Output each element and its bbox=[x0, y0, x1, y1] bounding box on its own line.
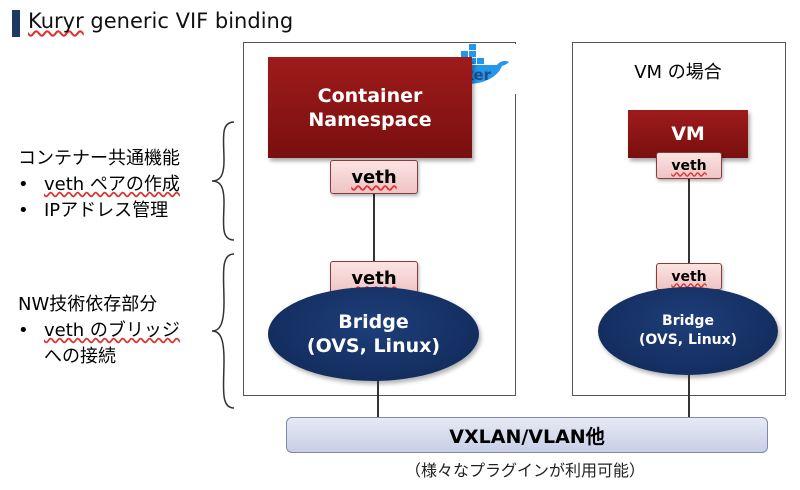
vm-bridge-label-line1: Bridge bbox=[662, 313, 714, 329]
container-veth-top: veth bbox=[330, 160, 418, 194]
vxlan-vlan-bar: VXLAN/VLAN他 bbox=[286, 417, 768, 453]
common-item-2: •IPアドレス管理 bbox=[18, 200, 169, 221]
vm-veth-link bbox=[688, 176, 690, 266]
vm-case-label: VM の場合 bbox=[634, 62, 722, 83]
bridge-uplink bbox=[377, 381, 379, 417]
brace-bottom-icon bbox=[211, 253, 235, 409]
bridge-label-line1: Bridge bbox=[338, 311, 409, 333]
common-item-1: •veth ペアの作成 bbox=[18, 174, 180, 195]
veth-pair-link bbox=[373, 191, 375, 263]
nw-item-1-cont: への接続 bbox=[44, 346, 116, 367]
nw-heading: NW技術依存部分 bbox=[18, 294, 158, 315]
bridge-label-line2: (OVS, Linux) bbox=[306, 335, 441, 357]
vm-bridge-uplink bbox=[688, 375, 690, 417]
vm-bridge: Bridge (OVS, Linux) bbox=[598, 287, 778, 375]
slide-title: Kuryr generic VIF binding bbox=[28, 9, 294, 33]
namespace-label-line2: Namespace bbox=[308, 108, 432, 131]
side-text-nw: NW技術依存部分 •veth のブリッジ への接続 bbox=[18, 292, 180, 370]
brace-top-icon bbox=[211, 121, 235, 241]
nw-item-1: •veth のブリッジ bbox=[18, 320, 180, 341]
vm-veth-bottom: veth bbox=[656, 263, 722, 290]
vm-bridge-label-line2: (OVS, Linux) bbox=[638, 332, 738, 348]
side-text-common: コンテナー共通機能 •veth ペアの作成 •IPアドレス管理 bbox=[18, 146, 180, 224]
vm-box: VM bbox=[628, 110, 748, 158]
common-heading: コンテナー共通機能 bbox=[18, 148, 180, 169]
title-accent-bar bbox=[12, 10, 20, 37]
vm-veth-top: veth bbox=[656, 152, 722, 179]
namespace-label-line1: Container bbox=[317, 84, 423, 107]
plugin-note: （様々なプラグインが利用可能） bbox=[404, 461, 645, 480]
container-namespace-box: Container Namespace bbox=[268, 57, 472, 158]
container-bridge: Bridge (OVS, Linux) bbox=[268, 287, 479, 381]
